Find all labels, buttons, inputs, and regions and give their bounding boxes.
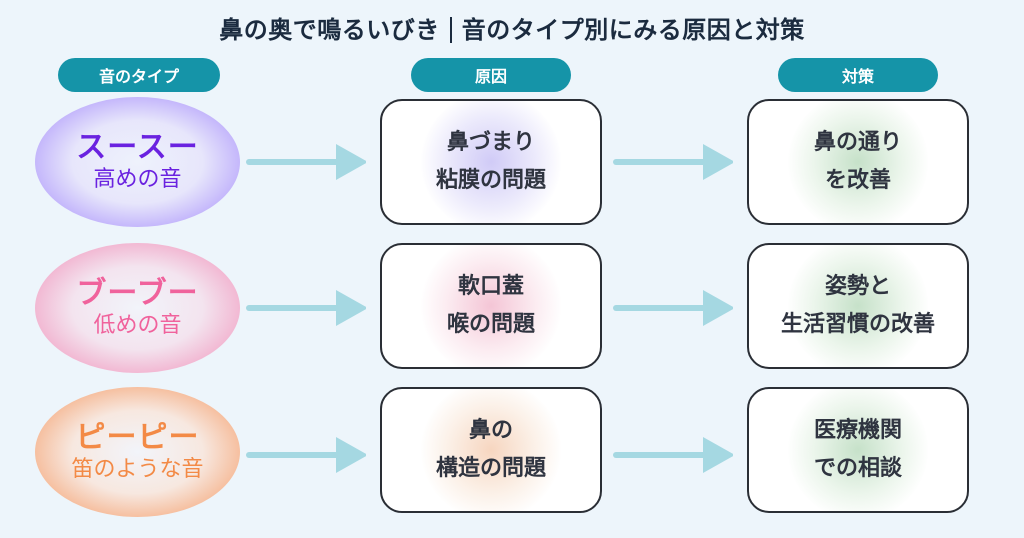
cause-box: 鼻の構造の問題 xyxy=(380,387,602,513)
sound-name: ピーピー xyxy=(75,420,200,455)
title-divider xyxy=(449,17,452,43)
measure-glow xyxy=(788,101,928,223)
measure-box: 医療機関での相談 xyxy=(747,387,969,513)
cause-glow xyxy=(421,101,561,223)
sound-description: 高めの音 xyxy=(93,167,182,192)
arrow-right-icon xyxy=(613,144,733,180)
sound-description: 低めの音 xyxy=(93,313,182,338)
arrow-right-icon xyxy=(246,290,366,326)
column-header-cause: 原因 xyxy=(411,58,571,92)
arrow-right-icon xyxy=(613,437,733,473)
sound-type-ellipse-high: スースー 高めの音 xyxy=(35,97,240,227)
cause-box: 軟口蓋喉の問題 xyxy=(380,243,602,369)
sound-description: 笛のような音 xyxy=(71,457,204,482)
arrow-right-icon xyxy=(246,144,366,180)
measure-line: 生活習慣の改善 xyxy=(780,312,935,337)
cause-line: 構造の問題 xyxy=(435,456,546,481)
measure-line: 鼻の通り xyxy=(813,130,902,155)
measure-box: 姿勢と生活習慣の改善 xyxy=(747,243,969,369)
column-header-sound-type: 音のタイプ xyxy=(58,58,220,92)
arrow-right-icon xyxy=(613,290,733,326)
cause-line: 粘膜の問題 xyxy=(435,168,546,193)
cause-box: 鼻づまり粘膜の問題 xyxy=(380,99,602,225)
cause-line: 鼻づまり xyxy=(446,130,535,155)
measure-line: 姿勢と xyxy=(824,274,891,299)
cause-line: 軟口蓋 xyxy=(457,274,524,299)
title-sub: 音のタイプ別にみる原因と対策 xyxy=(461,16,805,44)
column-header-measure: 対策 xyxy=(778,58,938,92)
arrow-right-icon xyxy=(246,437,366,473)
sound-name: スースー xyxy=(76,130,199,165)
measure-line: を改善 xyxy=(824,168,891,193)
cause-glow xyxy=(421,389,561,511)
cause-line: 喉の問題 xyxy=(446,312,535,337)
sound-type-ellipse-whistle: ピーピー 笛のような音 xyxy=(35,387,240,517)
measure-line: 医療機関 xyxy=(813,418,902,443)
measure-box: 鼻の通りを改善 xyxy=(747,99,969,225)
title-main: 鼻の奥で鳴るいびき xyxy=(219,16,440,44)
cause-glow xyxy=(421,245,561,367)
measure-glow xyxy=(788,389,928,511)
measure-line: での相談 xyxy=(813,456,902,481)
sound-type-ellipse-low: ブーブー 低めの音 xyxy=(35,243,240,373)
cause-line: 鼻の xyxy=(468,418,513,443)
measure-glow xyxy=(788,245,928,367)
page-title: 鼻の奥で鳴るいびき音のタイプ別にみる原因と対策 xyxy=(0,10,1024,45)
sound-name: ブーブー xyxy=(76,276,199,311)
